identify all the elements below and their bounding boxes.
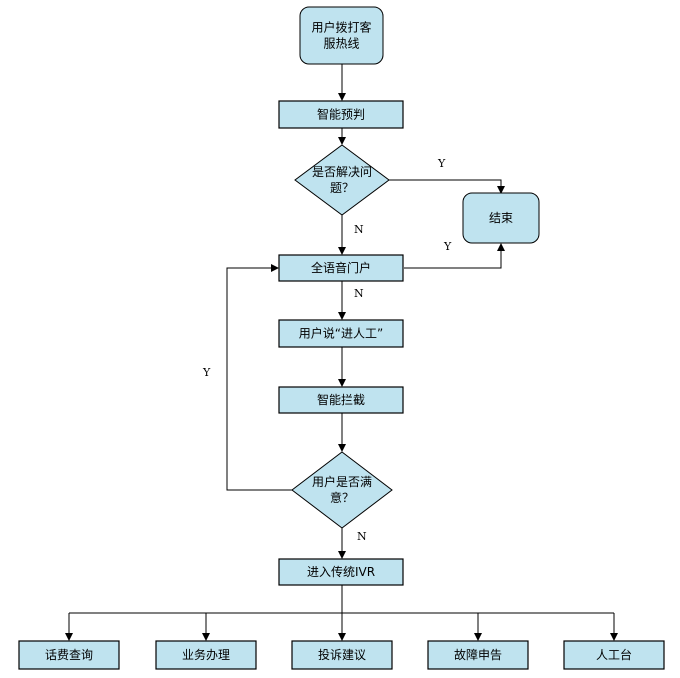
say-agent-node: 用户说“进人工” (278, 319, 404, 348)
start-node-label: 服热线 (323, 37, 359, 51)
fault-report-node: 故障申告 (427, 640, 529, 670)
fault-report-node-shape (427, 640, 529, 670)
edge-portal-yes-to-end (404, 243, 505, 269)
precheck-node-shape (278, 100, 404, 129)
say-agent-node-shape (278, 319, 404, 348)
voice-portal-node-label: 全语音门户 (311, 260, 371, 275)
label-satisfied-yes: Y (202, 366, 211, 379)
satisfied-decision-label: 意？ (330, 490, 354, 505)
end-node-label: 结束 (489, 211, 513, 225)
edge-solved-yes-to-end (389, 179, 505, 194)
agent-desk-node: 人工台 (563, 640, 665, 670)
intercept-node-shape (278, 386, 404, 414)
label-solved-no: N (354, 223, 364, 236)
agent-desk-node-label: 人工台 (596, 647, 632, 662)
start-node-label: 用户拨打客 (311, 20, 371, 35)
complaint-node: 投诉建议 (291, 640, 393, 670)
end-node: 结束 (462, 192, 540, 244)
voice-portal-node-shape (278, 254, 404, 282)
satisfied-decision-label: 用户是否满 (312, 474, 372, 489)
label-portal-no: N (354, 287, 364, 300)
complaint-node-label: 投诉建议 (318, 647, 366, 662)
satisfied-decision-shape (291, 451, 393, 529)
solved-decision-shape (294, 144, 390, 216)
bill-query-node-label: 话费查询 (45, 648, 93, 662)
business-node: 业务办理 (155, 640, 257, 670)
intercept-node-label: 智能拦截 (317, 392, 365, 407)
business-node-label: 业务办理 (182, 647, 230, 662)
edge-satisfied-yes-to-portal (226, 264, 292, 491)
solved-decision-label: 题？ (330, 181, 354, 195)
business-node-shape (155, 640, 257, 670)
bill-query-node-shape (18, 640, 120, 670)
start-node-shape (299, 6, 384, 65)
complaint-node-shape (291, 640, 393, 670)
fault-report-node-label: 故障申告 (454, 647, 502, 662)
ivr-node-label: 进入传统IVR (307, 564, 375, 579)
agent-desk-node-shape (563, 640, 665, 670)
label-solved-yes: Y (437, 157, 446, 170)
voice-portal-node: 全语音门户 (278, 254, 404, 282)
solved-decision-label: 是否解决问 (312, 165, 372, 179)
ivr-node: 进入传统IVR (278, 558, 404, 586)
label-portal-yes: Y (443, 240, 452, 253)
say-agent-node-label: 用户说“进人工” (299, 326, 383, 341)
precheck-node: 智能预判 (278, 100, 404, 129)
precheck-node-label: 智能预判 (317, 107, 365, 122)
label-satisfied-no: N (357, 530, 367, 543)
end-node-shape (462, 192, 540, 244)
intercept-node: 智能拦截 (278, 386, 404, 414)
bill-query-node: 话费查询 (18, 640, 120, 670)
ivr-node-shape (278, 558, 404, 586)
